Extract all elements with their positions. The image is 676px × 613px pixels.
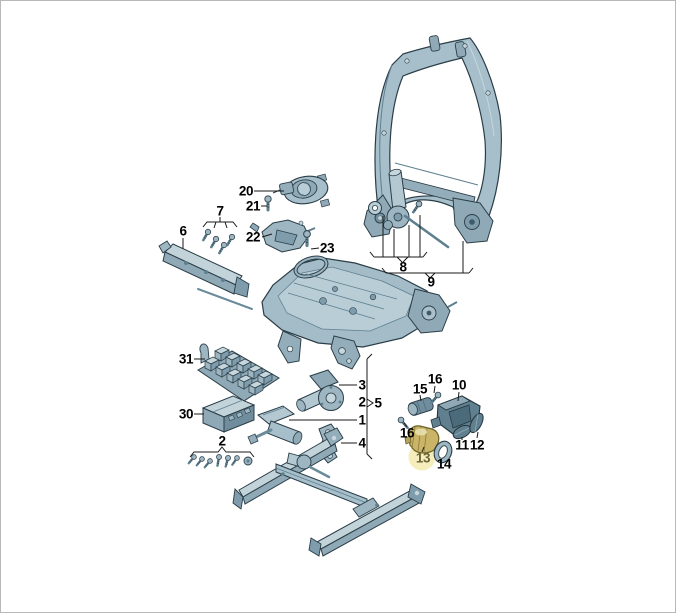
recliner-motor-group <box>368 168 450 249</box>
tilt-motor-3 <box>296 369 344 412</box>
ring-14 <box>433 440 453 464</box>
part-label-10[interactable]: 10 <box>451 377 467 393</box>
leader-lines <box>182 190 479 460</box>
part-label-11[interactable]: 11 <box>455 437 469 453</box>
switch-housing-10 <box>430 395 481 435</box>
part-label-20[interactable]: 20 <box>238 183 254 199</box>
cap-15 <box>407 397 434 416</box>
part-label-16-upper[interactable]: 16 <box>427 371 443 387</box>
part-label-2-group[interactable]: 2 <box>358 394 366 410</box>
part-label-12[interactable]: 12 <box>469 437 485 453</box>
recline-adjuster-parts <box>395 389 484 471</box>
part-label-21[interactable]: 21 <box>245 198 261 214</box>
part-label-23[interactable]: 23 <box>319 240 335 256</box>
screw-set-2 <box>185 452 253 470</box>
part-label-13-highlighted[interactable]: 13 <box>415 450 431 466</box>
screw-16-upper <box>428 389 444 406</box>
height-motor-1 <box>247 405 303 445</box>
part-label-7[interactable]: 7 <box>216 203 224 219</box>
screw-set-7 <box>199 227 237 256</box>
part-label-22[interactable]: 22 <box>245 229 261 245</box>
part-13-highlighted[interactable] <box>404 425 440 454</box>
part-label-31[interactable]: 31 <box>178 351 194 367</box>
torsion-rod <box>197 288 253 310</box>
cap-11 <box>452 424 472 440</box>
part-label-16-lower[interactable]: 16 <box>399 425 415 441</box>
backrest-frame <box>363 35 502 244</box>
seat-rail-assembly-4 <box>232 427 426 557</box>
part-label-14[interactable]: 14 <box>436 456 452 472</box>
lumbar-bracket-22 <box>249 219 316 253</box>
part-label-6[interactable]: 6 <box>179 223 187 239</box>
control-module-30 <box>201 395 256 433</box>
part-label-2-screws[interactable]: 2 <box>218 433 226 449</box>
part-label-1[interactable]: 1 <box>358 412 366 428</box>
seat-side-member-6 <box>158 240 253 310</box>
seat-pan-frame <box>261 255 458 370</box>
part-label-5[interactable]: 5 <box>374 395 382 411</box>
backrest-blower-motor <box>272 173 331 208</box>
part-label-3[interactable]: 3 <box>358 377 366 393</box>
part-label-9[interactable]: 9 <box>427 274 435 290</box>
cap-12 <box>469 412 484 434</box>
part-label-15[interactable]: 15 <box>412 381 428 397</box>
part-label-4[interactable]: 4 <box>358 435 366 451</box>
spindle-rod <box>403 214 450 249</box>
screw-21 <box>263 194 273 212</box>
part-label-8[interactable]: 8 <box>399 259 407 275</box>
valve-block-31 <box>197 343 280 402</box>
part-label-30[interactable]: 30 <box>178 406 194 422</box>
